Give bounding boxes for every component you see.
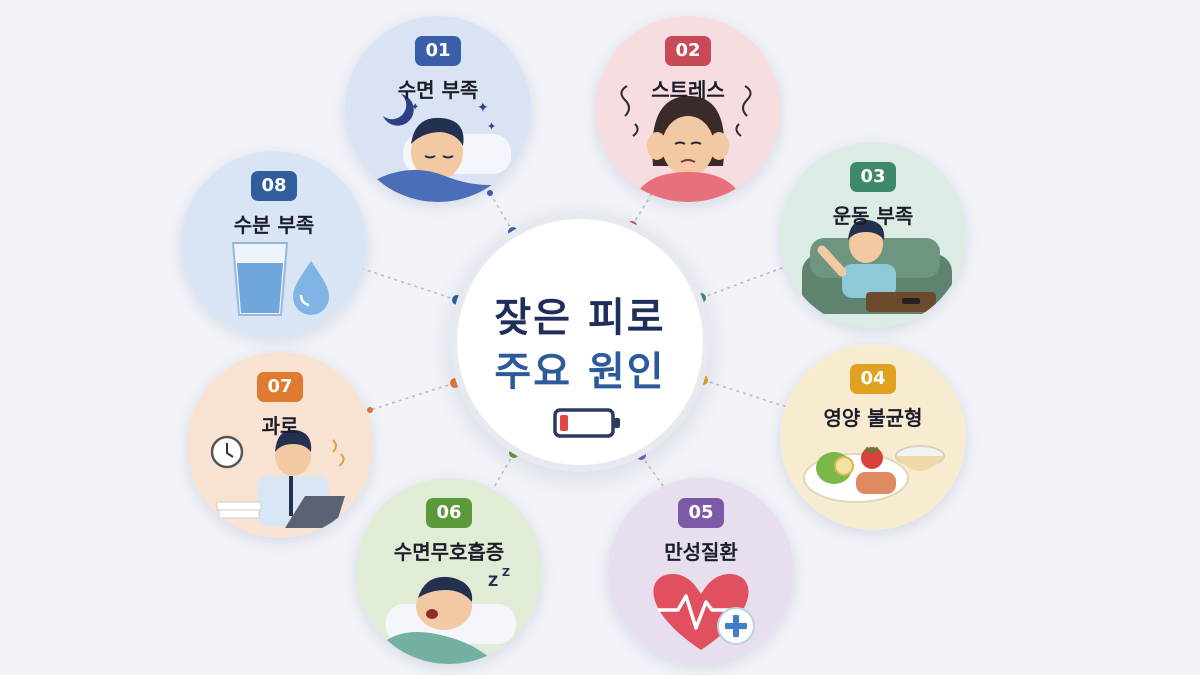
svg-text:✦: ✦ (487, 120, 496, 133)
low-battery-icon (553, 408, 620, 438)
connector-line (700, 264, 791, 299)
cause-sleep-deprivation: ✦ ✦ ✦ 01 수면 부족 (345, 16, 531, 202)
cause-lack-of-exercise: 03 운동 부족 (780, 142, 966, 328)
cause-sleep-apnea: Z Z 06 수면무호흡증 (356, 478, 542, 664)
cause-number-badge: 02 (665, 36, 711, 66)
cause-number-badge: 05 (678, 498, 724, 528)
cause-number-badge: 07 (257, 372, 303, 402)
stressed-woman-icon (595, 16, 781, 202)
cause-nutritional-imbalance: 04 영양 불균형 (780, 344, 966, 530)
svg-text:Z: Z (488, 574, 498, 590)
cause-number-badge: 08 (251, 171, 297, 201)
connector-line (489, 452, 515, 495)
person-on-sofa-icon (780, 142, 966, 328)
snoring-person-icon: Z Z (356, 478, 542, 664)
central-topic: 잦은 피로 주요 원인 (450, 212, 710, 472)
connector-dot (367, 407, 373, 413)
center-title: 잦은 피로 (494, 295, 666, 341)
cause-label: 수분 부족 (233, 213, 315, 237)
cause-dehydration: 08 수분 부족 (181, 151, 367, 337)
connector-line (359, 267, 458, 301)
cause-label: 과로 (261, 414, 299, 438)
cause-number-badge: 04 (850, 364, 896, 394)
cause-number-badge: 01 (415, 36, 461, 66)
food-plate-icon (780, 344, 966, 530)
svg-text:✦: ✦ (477, 100, 489, 116)
cause-label: 수면무호흡증 (393, 540, 505, 564)
cause-stress: 02 스트레스 (595, 16, 781, 202)
connector-line (369, 382, 456, 411)
cause-number-badge: 03 (850, 162, 896, 192)
connector-line (702, 379, 791, 409)
connector-line (640, 454, 667, 491)
water-glass-drop-icon (181, 151, 367, 337)
cause-label: 수면 부족 (397, 78, 479, 102)
svg-text:✦: ✦ (411, 102, 419, 113)
heart-medical-icon (608, 478, 794, 664)
cause-label: 운동 부족 (832, 204, 914, 228)
overworked-office-worker-icon (187, 352, 373, 538)
cause-number-badge: 06 (426, 498, 472, 528)
cause-chronic-disease: 05 만성질환 (608, 478, 794, 664)
cause-overwork: 07 과로 (187, 352, 373, 538)
sleeping-person-moon-icon: ✦ ✦ ✦ (345, 16, 531, 202)
cause-label: 스트레스 (651, 78, 725, 102)
svg-text:Z: Z (502, 566, 510, 579)
cause-label: 만성질환 (664, 540, 738, 564)
center-subtitle: 주요 원인 (494, 349, 666, 395)
cause-label: 영양 불균형 (823, 406, 923, 430)
battery-level-fill (560, 415, 568, 431)
